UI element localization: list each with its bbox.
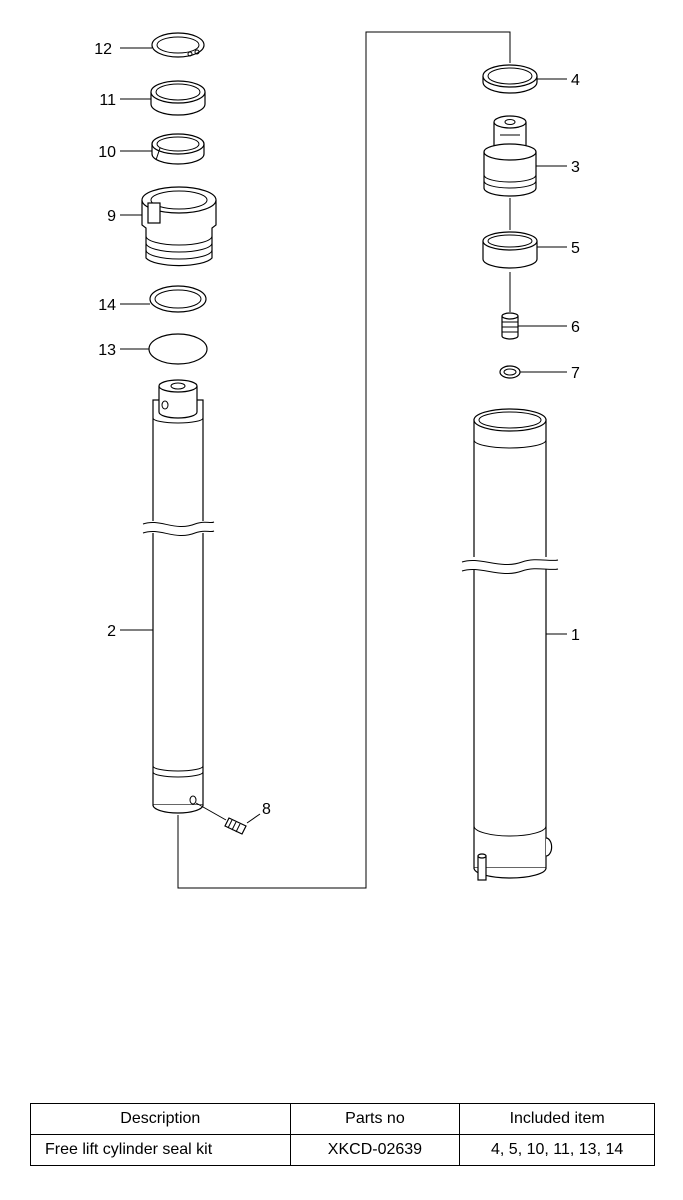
part-5-seal-ring — [482, 231, 538, 269]
callout-5: 5 — [571, 240, 580, 257]
header-included-item: Included item — [459, 1103, 655, 1135]
part-3-piston — [483, 115, 537, 197]
cell-description: Free lift cylinder seal kit — [30, 1134, 291, 1166]
callout-11: 11 — [99, 92, 116, 109]
callout-6: 6 — [571, 319, 580, 336]
assembly-connector-line — [177, 31, 511, 889]
part-8-set-screw — [195, 802, 247, 835]
part-7-small-o-ring — [499, 365, 521, 379]
callout-8: 8 — [262, 801, 271, 818]
part-12-snap-ring — [151, 32, 205, 58]
callout-1: 1 — [571, 627, 580, 644]
callout-3: 3 — [571, 159, 580, 176]
table-header-row: Description Parts no Included item — [30, 1103, 655, 1135]
callout-10: 10 — [98, 144, 116, 161]
part-13-o-ring — [148, 333, 208, 365]
part-10-split-ring — [151, 133, 205, 165]
cell-included-item: 4, 5, 10, 11, 13, 14 — [459, 1134, 655, 1166]
callout-4: 4 — [571, 72, 580, 89]
header-description: Description — [30, 1103, 291, 1135]
part-2-inner-cylinder — [140, 379, 216, 814]
header-parts-no: Parts no — [289, 1103, 461, 1135]
part-11-ring — [150, 80, 206, 116]
callout-2: 2 — [107, 623, 116, 640]
exploded-parts-diagram: 12 11 10 9 14 13 2 8 4 3 5 6 7 1 — [94, 31, 580, 889]
seal-kit-table: Description Parts no Included item Free … — [30, 1103, 655, 1166]
part-14-backup-ring — [149, 285, 207, 313]
part-1-outer-cylinder — [460, 408, 560, 881]
cell-parts-no: XKCD-02639 — [289, 1134, 461, 1166]
table-row: Free lift cylinder seal kit XKCD-02639 4… — [30, 1134, 655, 1166]
part-6-check-valve — [501, 312, 519, 340]
part-9-gland-nut — [141, 186, 217, 267]
callout-12: 12 — [94, 41, 112, 58]
callout-13: 13 — [98, 342, 116, 359]
callout-9: 9 — [107, 208, 116, 225]
callout-7: 7 — [571, 365, 580, 382]
callout-14: 14 — [98, 297, 116, 314]
part-4-wear-ring — [482, 64, 538, 94]
